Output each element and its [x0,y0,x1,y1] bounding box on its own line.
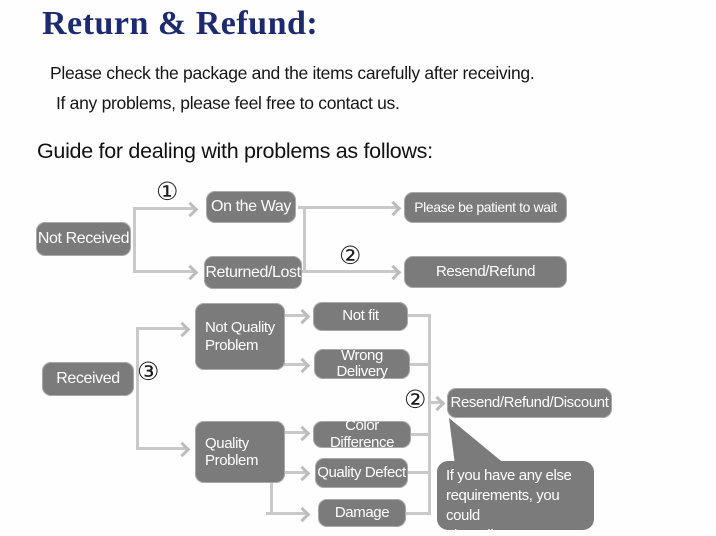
stub-color-difference [410,433,428,436]
connector-to-quality-defect [266,471,308,474]
connector-top-right-join [303,206,306,273]
page-title: Return & Refund: [42,5,319,42]
arrowhead-icon [174,321,191,338]
node-not-fit: Not fit [313,302,408,331]
node-on-the-way: On the Way [206,191,296,223]
step-marker-2: ② [339,241,362,270]
connector-to-damage [266,512,308,515]
connector-to-resend-refund-discount [428,401,443,404]
intro-line-1: Please check the package and the items c… [50,63,535,83]
node-received: Received [42,362,134,396]
node-resend-refund-discount: Resend/Refund/Discount [447,388,612,418]
stub-wrong-delivery [409,363,428,366]
arrowhead-icon [182,264,199,281]
stub-quality-defect [407,471,428,474]
node-wrong-delivery: Wrong Delivery [314,347,410,380]
connector-to-on-the-way [133,207,195,210]
connector-to-color-difference [266,431,308,434]
node-resend-refund: Resend/Refund [404,256,567,288]
step-marker-1: ① [156,177,179,206]
step-marker-2b: ② [404,385,427,414]
connector-received-split [136,327,139,450]
stub-not-fit [407,314,428,317]
node-not-received: Not Received [36,222,131,256]
connector-to-please-wait [298,206,399,209]
arrowhead-icon [174,441,191,458]
stub-damage [405,512,428,515]
node-returned-lost: Returned/Lost [204,256,302,289]
connector-to-returned-lost [133,270,195,273]
arrowhead-icon [294,506,311,523]
connector-to-not-quality-problem [136,327,188,330]
note-line-3: also tell us! [446,526,516,536]
arrowhead-icon [294,308,311,325]
connector-right-collector [428,314,431,515]
guide-heading: Guide for dealing with problems as follo… [37,139,433,163]
arrowhead-icon [294,425,311,442]
connector-to-quality-problem [136,447,188,450]
arrowhead-icon [294,357,311,374]
arrowhead-icon [429,395,446,412]
node-please-be-patient: Please be patient to wait [404,192,567,223]
arrowhead-icon [385,200,402,217]
connector-to-not-fit [266,314,308,317]
connector-to-resend-refund [300,270,399,273]
node-quality-problem: Quality Problem [195,421,285,483]
node-not-quality-problem: Not Quality Problem [195,303,285,370]
note-line-2: requirements, you could [446,486,560,524]
node-damage: Damage [318,499,406,527]
arrowhead-icon [294,465,311,482]
arrowhead-icon [182,201,199,218]
step-marker-3: ③ [137,357,160,386]
note-line-1: If you have any else [446,467,572,484]
intro-line-2: If any problems, please feel free to con… [56,93,400,113]
node-quality-defect: Quality Defect [315,458,408,488]
note-bubble: If you have any else requirements, you c… [437,461,594,536]
bubble-tail [449,417,506,465]
node-color-difference: Color Difference [313,417,411,450]
connector-not-received-split [133,207,136,273]
connector-to-wrong-delivery [266,363,308,366]
arrowhead-icon [385,264,402,281]
